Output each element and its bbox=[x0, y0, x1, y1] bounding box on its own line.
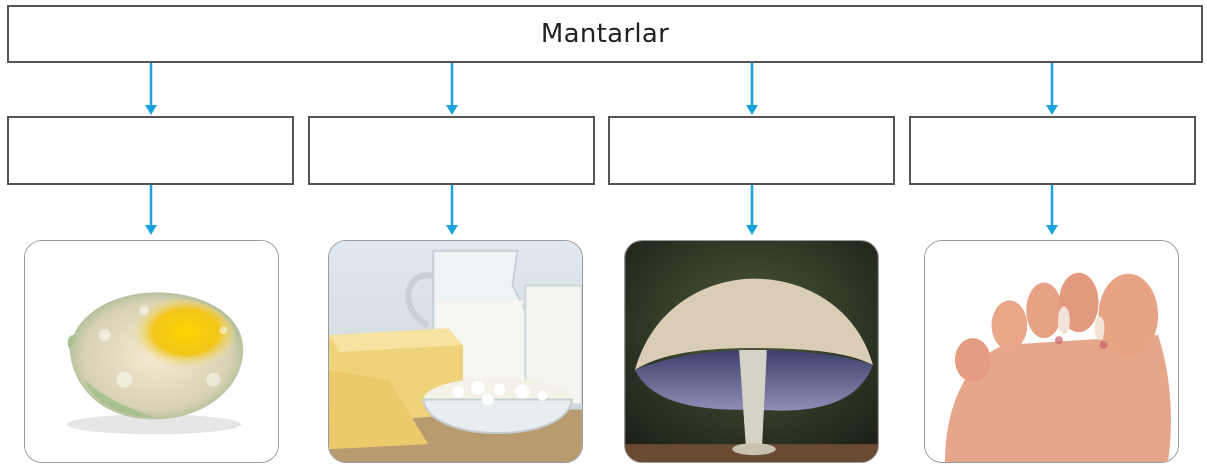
root-box: Mantarlar bbox=[7, 5, 1203, 63]
moldy-lemon-image bbox=[24, 240, 279, 463]
blank-box-1[interactable] bbox=[7, 116, 294, 185]
diagram-title: Mantarlar bbox=[540, 19, 670, 49]
blank-box-4[interactable] bbox=[909, 116, 1196, 185]
fungal-infected-foot-image bbox=[924, 240, 1179, 463]
blank-box-3[interactable] bbox=[608, 116, 895, 185]
blank-box-2[interactable] bbox=[308, 116, 595, 185]
cheese-and-milk-image bbox=[328, 240, 583, 463]
mushroom-image bbox=[624, 240, 879, 463]
